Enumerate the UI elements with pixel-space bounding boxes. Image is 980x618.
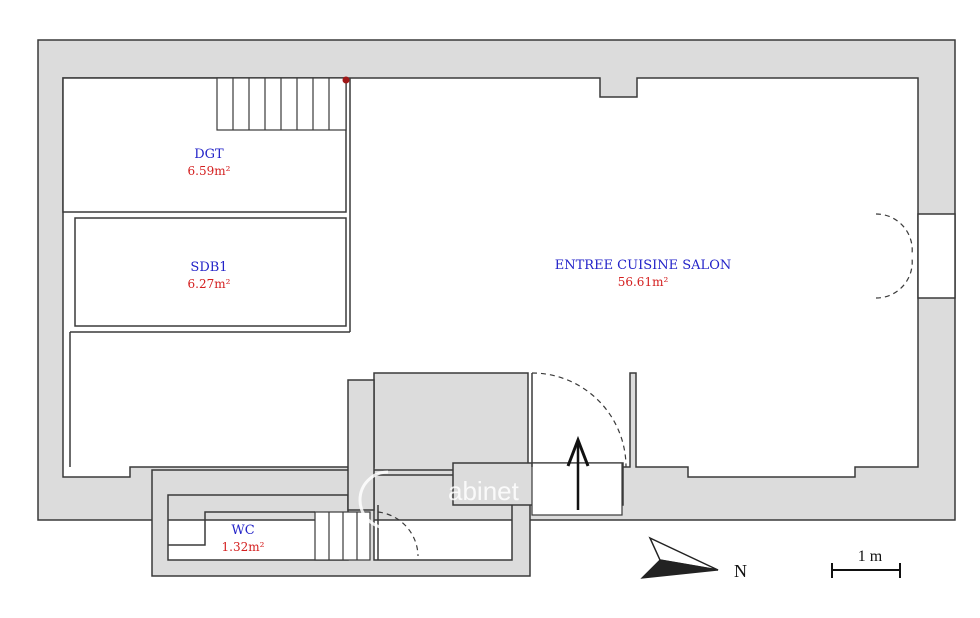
room-wc-area: 1.32m² [222,540,265,554]
staircase-upper [216,77,347,131]
main-walls [37,39,956,521]
room-main-area: 56.61m² [618,275,669,289]
entrance-arrow-head [566,435,590,467]
room-sdb1-area: 6.27m² [188,277,231,291]
entrance-door-swing [531,372,627,468]
compass-label: N [734,561,747,581]
compass-needle-dark [640,559,719,579]
compass-icon [640,536,719,579]
scale-label: 1 m [858,548,883,565]
room-dgt-name: DGT [194,147,224,162]
wc-wall-step [168,511,315,546]
staircase-lower [314,511,371,561]
corner-marker [342,76,350,84]
watermark-text: abinet [448,476,520,506]
room-main-name: ENTREE CUISINE SALON [555,258,731,273]
room-dgt-area: 6.59m² [188,164,231,178]
east-door-swing-bottom [875,257,913,299]
room-sdb1-outline [74,217,347,327]
wc-door-swing [377,511,419,557]
room-wc-name: WC [231,523,254,538]
east-opening [917,213,956,299]
scale-bar [831,563,901,578]
east-door-swing-top [875,213,913,255]
watermark-logo-icon [358,470,389,530]
room-sdb1-name: SDB1 [190,260,227,275]
